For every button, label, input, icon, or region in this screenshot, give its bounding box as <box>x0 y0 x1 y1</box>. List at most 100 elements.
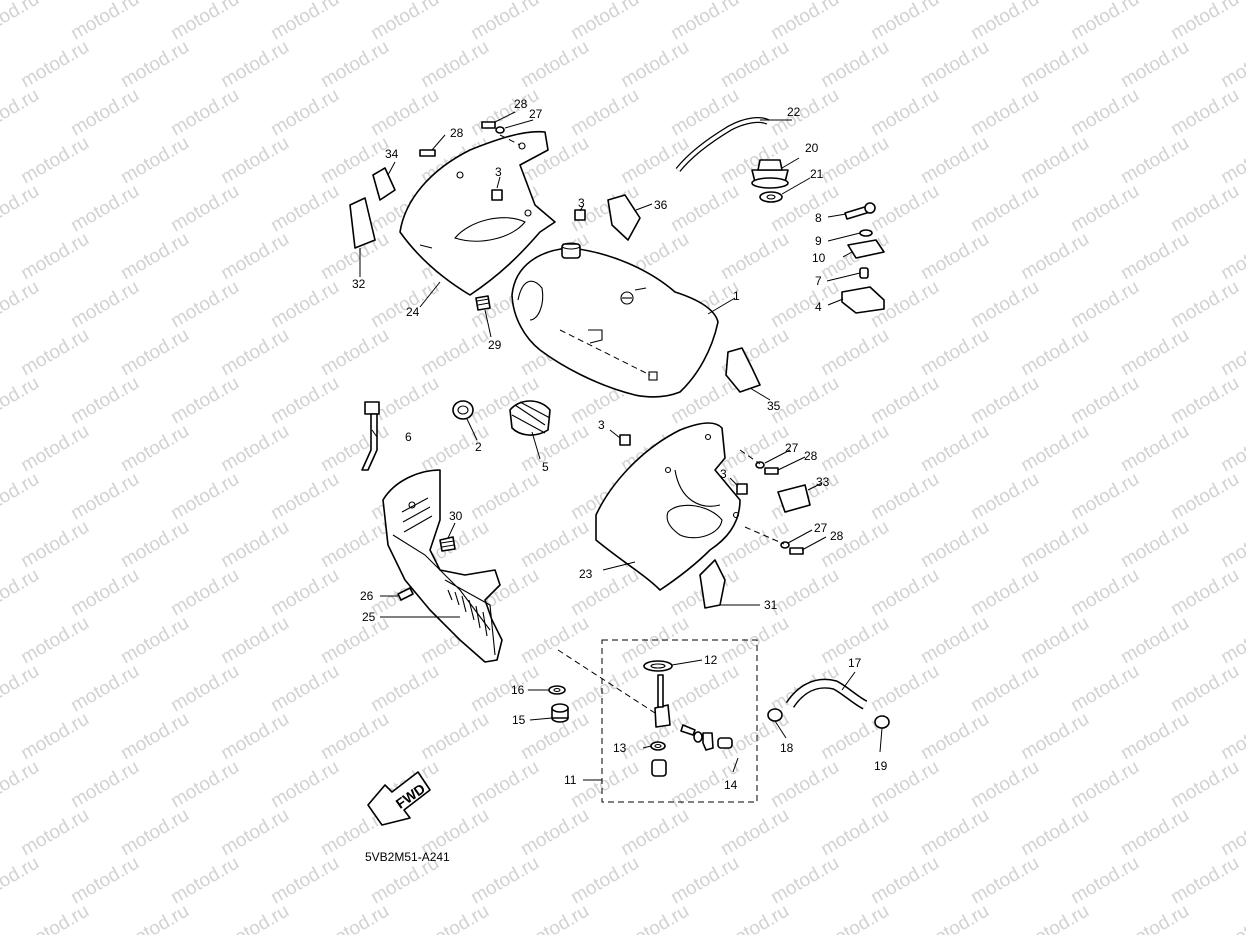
watermark-text: motod.ru <box>17 709 92 765</box>
watermark-text: motod.ru <box>267 757 342 813</box>
callout-28: 28 <box>450 126 464 140</box>
watermark-text: motod.ru <box>117 901 192 935</box>
watermark-text: motod.ru <box>367 85 442 141</box>
watermark-text: motod.ru <box>917 37 992 93</box>
watermark-text: motod.ru <box>317 421 392 477</box>
callout-10: 10 <box>812 251 826 265</box>
callout-17: 17 <box>848 656 862 670</box>
watermark-text: motod.ru <box>1167 469 1242 525</box>
watermark-text: motod.ru <box>67 853 142 909</box>
watermark-text: motod.ru <box>917 229 992 285</box>
watermark-text: motod.ru <box>1167 565 1242 621</box>
radiator-guard-part-25[interactable] <box>382 469 503 663</box>
watermark-text: motod.ru <box>167 853 242 909</box>
callout-8: 8 <box>815 211 822 225</box>
watermark-text: motod.ru <box>967 85 1042 141</box>
watermark-text: motod.ru <box>667 85 742 141</box>
watermark-text: motod.ru <box>1117 421 1192 477</box>
callout-34: 34 <box>385 147 399 161</box>
watermark-text: motod.ru <box>417 901 492 935</box>
watermark-text: motod.ru <box>67 373 142 429</box>
watermark-text: motod.ru <box>817 421 892 477</box>
watermark-text: motod.ru <box>1017 517 1092 573</box>
watermark-text: motod.ru <box>0 373 43 429</box>
watermark-text: motod.ru <box>1067 373 1142 429</box>
watermark-text: motod.ru <box>667 853 742 909</box>
watermark-text: motod.ru <box>867 181 942 237</box>
callout-25: 25 <box>362 610 376 624</box>
watermark-text: motod.ru <box>117 421 192 477</box>
watermark-text: motod.ru <box>967 565 1042 621</box>
watermark-text: motod.ru <box>117 325 192 381</box>
watermark-text: motod.ru <box>217 901 292 935</box>
watermark-text: motod.ru <box>1167 757 1242 813</box>
watermark-text: motod.ru <box>967 853 1042 909</box>
watermark-text: motod.ru <box>67 277 142 333</box>
callout-13: 13 <box>613 741 627 755</box>
callout-12: 12 <box>704 653 718 667</box>
fuel-cock-assembly-part-11[interactable] <box>557 639 758 803</box>
watermark-text: motod.ru <box>667 181 742 237</box>
callout-28: 28 <box>830 529 844 543</box>
watermark-text: motod.ru <box>17 325 92 381</box>
watermark-text: motod.ru <box>367 661 442 717</box>
callout-18: 18 <box>780 741 794 755</box>
watermark-text: motod.ru <box>67 469 142 525</box>
watermark-text: motod.ru <box>17 613 92 669</box>
watermark-text: motod.ru <box>1117 613 1192 669</box>
watermark-text: motod.ru <box>517 805 592 861</box>
watermark-text: motod.ru <box>17 421 92 477</box>
right-shroud-part-23[interactable] <box>595 422 741 591</box>
watermark-text: motod.ru <box>167 373 242 429</box>
watermark-text: motod.ru <box>467 661 542 717</box>
watermark-text: motod.ru <box>467 757 542 813</box>
callout-36: 36 <box>654 198 668 212</box>
watermark-text: motod.ru <box>1017 325 1092 381</box>
watermark-text: motod.ru <box>67 85 142 141</box>
watermark-text: motod.ru <box>317 613 392 669</box>
watermark-text: motod.ru <box>1067 277 1142 333</box>
callout-27: 27 <box>785 441 799 455</box>
watermark-text: motod.ru <box>267 469 342 525</box>
watermark-text: motod.ru <box>417 709 492 765</box>
watermark-text: motod.ru <box>567 85 642 141</box>
leader-lines <box>359 111 883 781</box>
watermark-text: motod.ru <box>167 757 242 813</box>
watermark-text: motod.ru <box>1067 565 1142 621</box>
callout-29: 29 <box>488 338 502 352</box>
watermark-text: motod.ru <box>117 517 192 573</box>
watermark-text: motod.ru <box>567 661 642 717</box>
watermark-text: motod.ru <box>517 613 592 669</box>
callout-31: 31 <box>764 598 778 612</box>
callout-20: 20 <box>805 141 819 155</box>
watermark-text: motod.ru <box>1117 709 1192 765</box>
watermark-text: motod.ru <box>0 277 43 333</box>
watermark-text: motod.ru <box>617 805 692 861</box>
watermark-text: motod.ru <box>717 901 792 935</box>
watermark-text: motod.ru <box>1117 901 1192 935</box>
watermark-text: motod.ru <box>767 757 842 813</box>
watermark-text: motod.ru <box>67 181 142 237</box>
watermark-text: motod.ru <box>67 661 142 717</box>
watermark-text: motod.ru <box>1067 181 1142 237</box>
watermark-text: motod.ru <box>217 709 292 765</box>
watermark-text: motod.ru <box>1017 133 1092 189</box>
watermark-text: motod.ru <box>67 565 142 621</box>
watermark-text: motod.ru <box>217 325 292 381</box>
callout-32: 32 <box>352 277 366 291</box>
callout-28: 28 <box>804 449 818 463</box>
watermark-text: motod.ru <box>17 901 92 935</box>
watermark-text: motod.ru <box>717 805 792 861</box>
watermark-text: motod.ru <box>867 565 942 621</box>
watermark-text: motod.ru <box>1117 805 1192 861</box>
callout-3: 3 <box>598 418 605 432</box>
left-shroud-part-24[interactable] <box>399 130 556 296</box>
watermark-text: motod.ru <box>1167 853 1242 909</box>
watermark-text: motod.ru <box>317 37 392 93</box>
watermark-text: motod.ru <box>917 421 992 477</box>
fuel-tank-part-1[interactable] <box>511 242 719 398</box>
watermark-text: motod.ru <box>217 133 292 189</box>
watermark-text: motod.ru <box>67 757 142 813</box>
